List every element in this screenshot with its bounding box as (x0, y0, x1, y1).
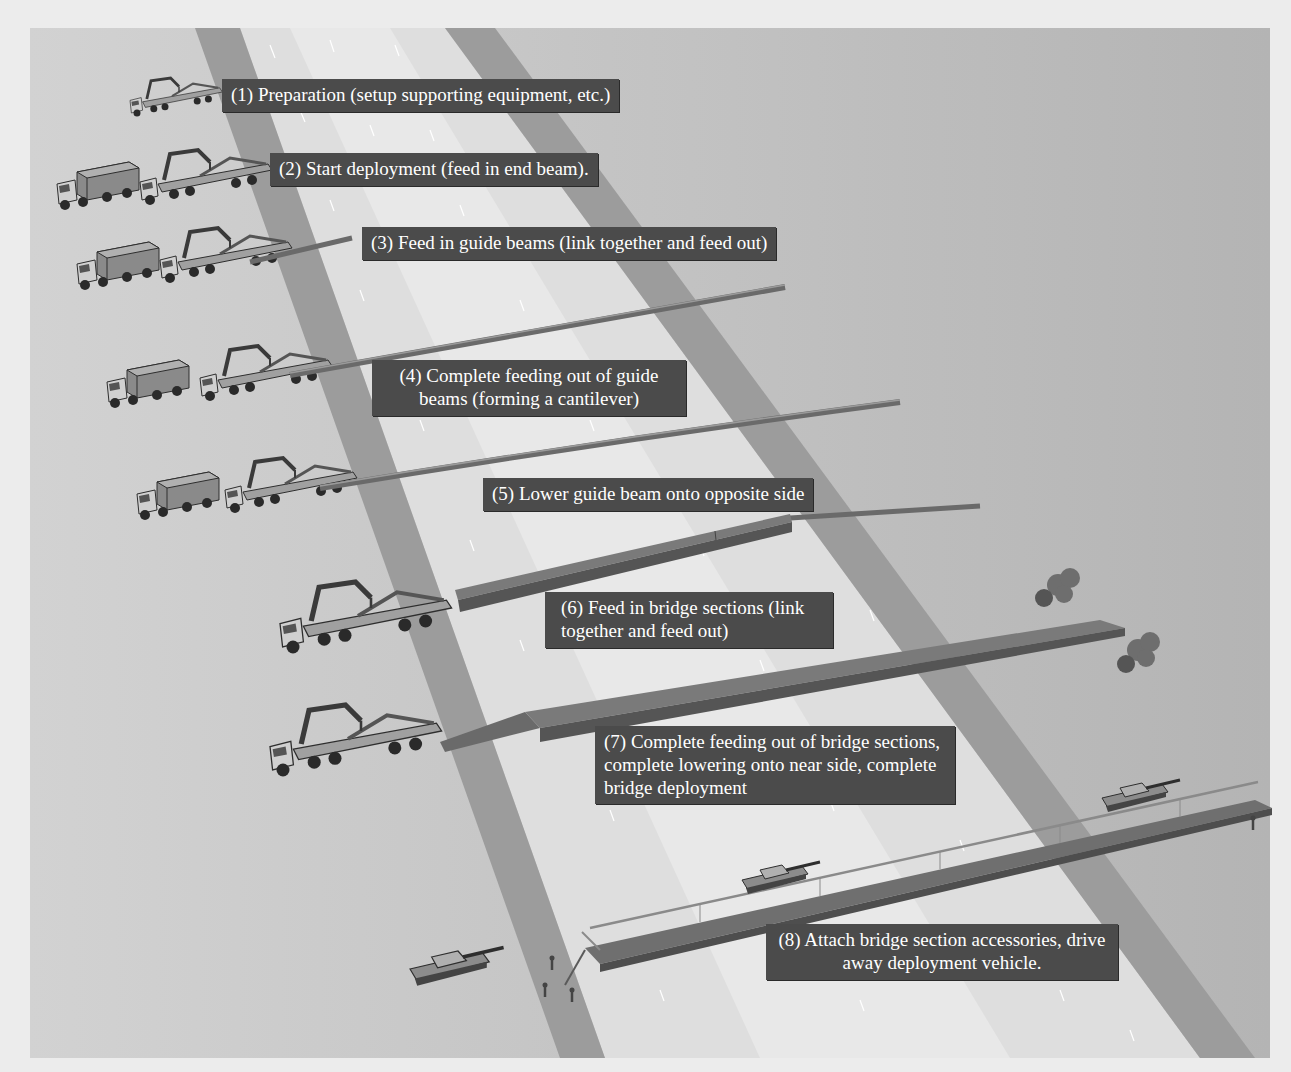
step-5-vehicles-part (137, 472, 219, 520)
step-label: (3) Feed in guide beams (link together a… (362, 227, 776, 260)
step-8-bridge (410, 780, 1272, 1002)
step-8-bridge-part (1060, 825, 1061, 843)
water-ripples-part (470, 540, 474, 551)
step-5-vehicles (137, 400, 900, 520)
step-2-vehicles (57, 150, 272, 210)
step-7-bridge-part (270, 705, 442, 777)
step-8-bridge-part (940, 851, 941, 869)
step-label: (6) Feed in bridge sections (link togeth… (545, 592, 833, 648)
water-ripples (270, 40, 1134, 1041)
water-ripples-part (870, 610, 874, 621)
step-4-vehicles-part (107, 360, 189, 408)
step-8-bridge-part (543, 983, 548, 998)
step-text: (7) Complete feeding out of bridge secti… (604, 731, 946, 799)
step-text: (4) Complete feeding out of guide beams … (381, 365, 677, 411)
step-8-bridge-part (1180, 799, 1181, 817)
step-8-bridge-part (582, 932, 600, 950)
step-text: (8) Attach bridge section accessories, d… (775, 929, 1109, 975)
step-label: (7) Complete feeding out of bridge secti… (595, 726, 955, 804)
water-ripples-part (300, 110, 305, 122)
step-6-bridge (280, 506, 980, 654)
water-ripples-part (330, 40, 334, 52)
step-1-vehicles (130, 78, 222, 117)
water-ripples-part (395, 45, 399, 56)
ground (30, 28, 1270, 1058)
water-ripples-part (590, 420, 594, 431)
trees-part (1055, 585, 1073, 603)
trees-part (1117, 655, 1135, 673)
step-3-vehicles-part (77, 242, 159, 290)
step-text: (6) Feed in bridge sections (link togeth… (561, 597, 817, 643)
step-label: (8) Attach bridge section accessories, d… (766, 924, 1118, 980)
water-ripples-part (860, 1000, 864, 1011)
step-2-vehicles-part (140, 150, 272, 205)
step-text: (2) Start deployment (feed in end beam). (279, 158, 589, 181)
water-ripples-part (330, 200, 334, 211)
step-8-bridge-part (410, 947, 504, 985)
step-6-bridge-part (790, 506, 980, 518)
water-ripples-part (610, 810, 614, 821)
water-ripples-part (360, 290, 364, 301)
step-label: (1) Preparation (setup supporting equipm… (222, 79, 619, 112)
water-ripples-part (660, 990, 664, 1001)
trees-part (1035, 589, 1053, 607)
step-text: (1) Preparation (setup supporting equipm… (231, 84, 610, 107)
river-part (195, 28, 605, 1058)
step-8-bridge-part (570, 988, 575, 1003)
step-3-vehicles (77, 228, 352, 290)
step-8-bridge-part (700, 904, 701, 922)
step-label: (4) Complete feeding out of guide beams … (372, 360, 686, 416)
step-text: (5) Lower guide beam onto opposite side (492, 483, 804, 506)
step-8-bridge-part (550, 956, 555, 971)
step-8-bridge-part (820, 878, 821, 896)
water-ripples-part (760, 660, 764, 671)
step-6-bridge-part (715, 531, 716, 540)
step-8-bridge-part (565, 950, 585, 985)
step-8-bridge-part (742, 862, 820, 894)
step-8-bridge-part (1102, 780, 1180, 812)
step-6-bridge-part (455, 514, 792, 600)
water-ripples-part (420, 420, 424, 431)
water-ripples-part (460, 205, 464, 216)
step-label: (5) Lower guide beam onto opposite side (483, 478, 813, 511)
water-ripples-part (370, 125, 374, 136)
trees-part (1140, 632, 1160, 652)
water-ripples-part (1130, 1030, 1134, 1041)
river (195, 28, 1255, 1058)
trees-part (1137, 649, 1155, 667)
trees-part (1060, 568, 1080, 588)
step-text: (3) Feed in guide beams (link together a… (371, 232, 767, 255)
water-ripples-part (1060, 990, 1064, 1001)
step-label: (2) Start deployment (feed in end beam). (270, 153, 598, 186)
step-6-bridge-part (280, 582, 452, 654)
water-ripples-part (520, 300, 524, 311)
water-ripples-part (270, 45, 275, 58)
step-2-vehicles-part (57, 162, 139, 210)
water-ripples-part (430, 130, 434, 141)
step-7-bridge-part (440, 712, 540, 752)
step-3-vehicles-part (250, 238, 352, 262)
step-8-bridge-part (1251, 816, 1256, 831)
water-ripples-part (520, 640, 524, 651)
step-1-vehicles-part (130, 78, 222, 117)
